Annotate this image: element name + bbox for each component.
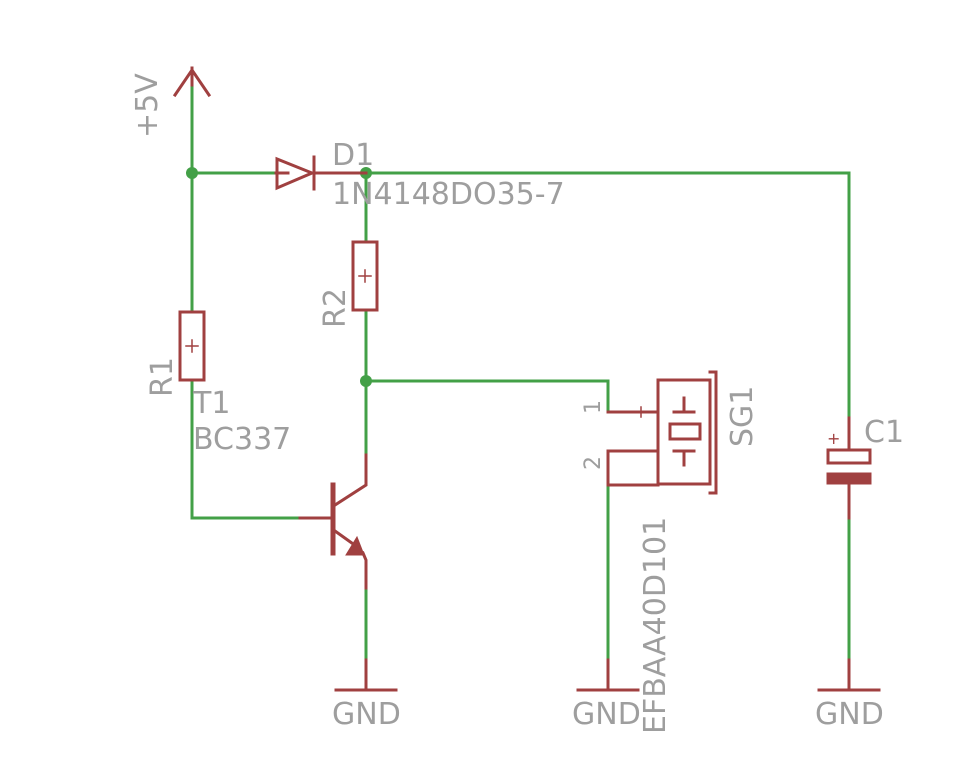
capacitor-c1: + (826, 416, 872, 520)
ground-symbol-t1 (334, 658, 398, 692)
emitter-arrow-icon (345, 535, 365, 556)
wire-node-to-sg1 (364, 379, 610, 414)
junction-collector-node (360, 375, 372, 387)
ground-symbol-c1 (817, 658, 881, 692)
sg1-value-label: EFBAA40D101 (638, 517, 673, 734)
supply-5v-label: +5V (130, 73, 165, 138)
sg1-pin2-label: 2 (581, 456, 606, 470)
t1-value-label: BC337 (193, 422, 291, 457)
resistor-r1 (178, 310, 206, 382)
r2-name-label: R2 (318, 288, 353, 328)
supply-5v-symbol: +5V (130, 66, 212, 138)
ground-symbol-sg1 (576, 658, 640, 692)
d1-value-label: 1N4148DO35-7 (332, 177, 565, 212)
c1-name-label: C1 (864, 415, 904, 450)
ground-label-t1: GND (332, 697, 401, 732)
wire-r1-to-base (190, 378, 302, 520)
t1-name-label: T1 (192, 386, 230, 421)
transistor-t1 (298, 453, 368, 590)
sg1-pin1-label: 1 (581, 400, 606, 414)
r1-name-label: R1 (145, 357, 180, 397)
junction-supply (186, 167, 198, 179)
ground-label-c1: GND (815, 697, 884, 732)
d1-name-label: D1 (332, 138, 374, 173)
diode-d1 (274, 155, 368, 191)
c1-polarity-plus-icon: + (827, 429, 840, 448)
sg1-name-label: SG1 (725, 386, 760, 447)
resistor-r2 (351, 240, 379, 312)
ground-label-sg1: GND (572, 697, 641, 732)
wire-diode-to-c1 (312, 171, 851, 420)
wires (190, 83, 851, 662)
buzzer-sg1 (606, 370, 718, 495)
